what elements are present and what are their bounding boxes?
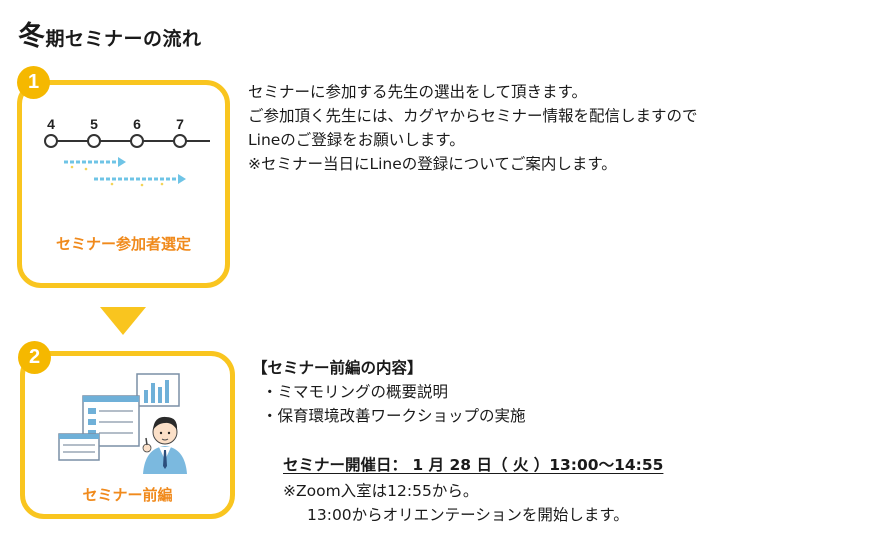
step2-number-badge: 2: [18, 341, 51, 374]
seminar-date: セミナー開催日： 1 月 28 日（ 火 ）13:00〜14:55: [283, 456, 664, 474]
timeline-illustration: 4 5 6 7: [44, 116, 210, 187]
note-line: 13:00からオリエンテーションを開始します。: [307, 506, 629, 524]
title-rest: 期セミナーの流れ: [45, 28, 202, 50]
step1-label: セミナー参加者選定: [55, 235, 191, 253]
note-line: ※Zoom入室は12:55から。: [283, 482, 479, 500]
step2-label: セミナー前編: [82, 486, 173, 504]
page-title: 冬期セミナーの流れ: [18, 14, 202, 53]
title-first-char: 冬: [18, 21, 46, 52]
description-line: ご参加頂く先生には、カグヤからセミナー情報を配信しますので: [248, 107, 698, 125]
step1-number-badge: 1: [17, 66, 50, 99]
arrow-down-icon: [100, 307, 146, 335]
timeline-number-5: 5: [90, 116, 98, 132]
seminar-notes: ※Zoom入室は12:55から。 13:00からオリエンテーションを開始します。: [283, 479, 629, 527]
timeline-number-4: 4: [47, 116, 55, 132]
step1-description: セミナーに参加する先生の選出をして頂きます。 ご参加頂く先生には、カグヤからセミ…: [248, 80, 698, 176]
timeline-number-6: 6: [133, 116, 141, 132]
step2-card: セミナー前編: [20, 351, 235, 519]
description-line: Lineのご登録をお願いします。: [248, 131, 465, 149]
step1-card: 4 5 6 7 セミナー参加者選定: [17, 80, 230, 288]
timeline-number-7: 7: [176, 116, 184, 132]
bullet-item: ・ミマモリングの概要説明: [262, 383, 449, 401]
description-line: ※セミナー当日にLineの登録についてご案内します。: [248, 155, 617, 173]
content-bullets: ・ミマモリングの概要説明 ・保育環境改善ワークショップの実施: [262, 380, 526, 428]
bullet-item: ・保育環境改善ワークショップの実施: [262, 407, 526, 425]
description-line: セミナーに参加する先生の選出をして頂きます。: [248, 83, 587, 101]
section-title: 【セミナー前編の内容】: [252, 359, 423, 377]
presenter-illustration: [58, 373, 187, 474]
